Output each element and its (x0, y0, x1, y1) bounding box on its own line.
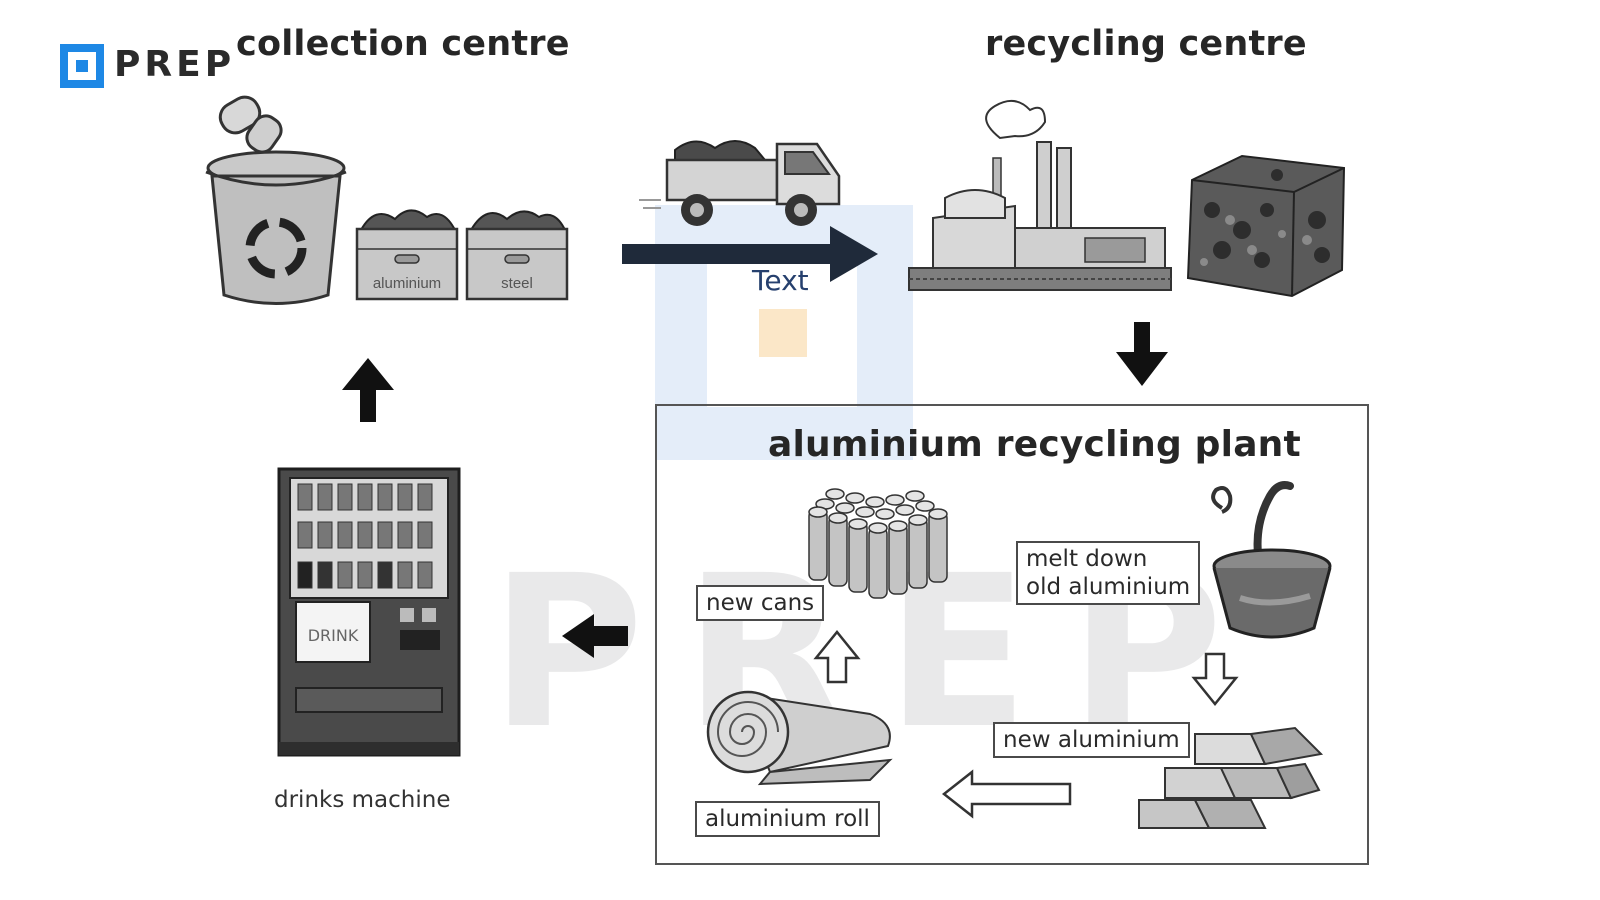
aluminium-recycling-plant-title: aluminium recycling plant (768, 424, 1301, 465)
aluminium-box-label: aluminium (372, 275, 442, 292)
transport-caption: Text (752, 264, 809, 297)
crucible-icon (1211, 481, 1332, 639)
steel-box: steel (465, 205, 569, 301)
melt-down-line1: melt down (1026, 546, 1148, 572)
cans-pile-icon (465, 210, 569, 301)
aluminium-box: aluminium (355, 205, 459, 301)
collection-centre-title: collection centre (236, 24, 570, 64)
aluminium-ingots-icon (1138, 726, 1324, 829)
recycling-centre-title: recycling centre (985, 24, 1307, 64)
recycle-bin-icon (205, 95, 347, 305)
cans-pile-icon (355, 209, 459, 301)
hollow-arrow-down-icon (1191, 652, 1239, 706)
hollow-arrow-left-icon (941, 769, 1072, 819)
new-cans-icon (808, 488, 948, 599)
aluminium-recycling-plant-frame (655, 404, 1369, 865)
melt-down-label: melt down old aluminium (1016, 541, 1201, 605)
prep-logo-icon (60, 44, 104, 88)
arrow-down-icon (1116, 322, 1168, 386)
arrow-up-icon (342, 358, 394, 422)
new-cans-label: new cans (696, 585, 825, 621)
arrow-right-icon (622, 226, 878, 282)
steel-box-label: steel (501, 275, 533, 292)
drinks-machine-icon (277, 467, 461, 757)
arrow-left-icon (562, 614, 628, 658)
aluminium-roll-icon (706, 690, 893, 786)
compressed-bale-icon (1186, 154, 1346, 298)
hollow-arrow-up-icon (813, 630, 861, 684)
melt-down-line2: old aluminium (1026, 574, 1191, 600)
factory-icon (908, 99, 1172, 291)
new-aluminium-label: new aluminium (993, 722, 1190, 758)
drinks-machine-label: drinks machine (274, 787, 451, 813)
prep-logo: PREP (58, 42, 231, 90)
drinks-machine-panel-label: DRINK (307, 626, 359, 645)
aluminium-roll-label: aluminium roll (695, 801, 880, 837)
prep-logo-text: PREP (114, 44, 236, 85)
truck-icon (639, 140, 841, 226)
